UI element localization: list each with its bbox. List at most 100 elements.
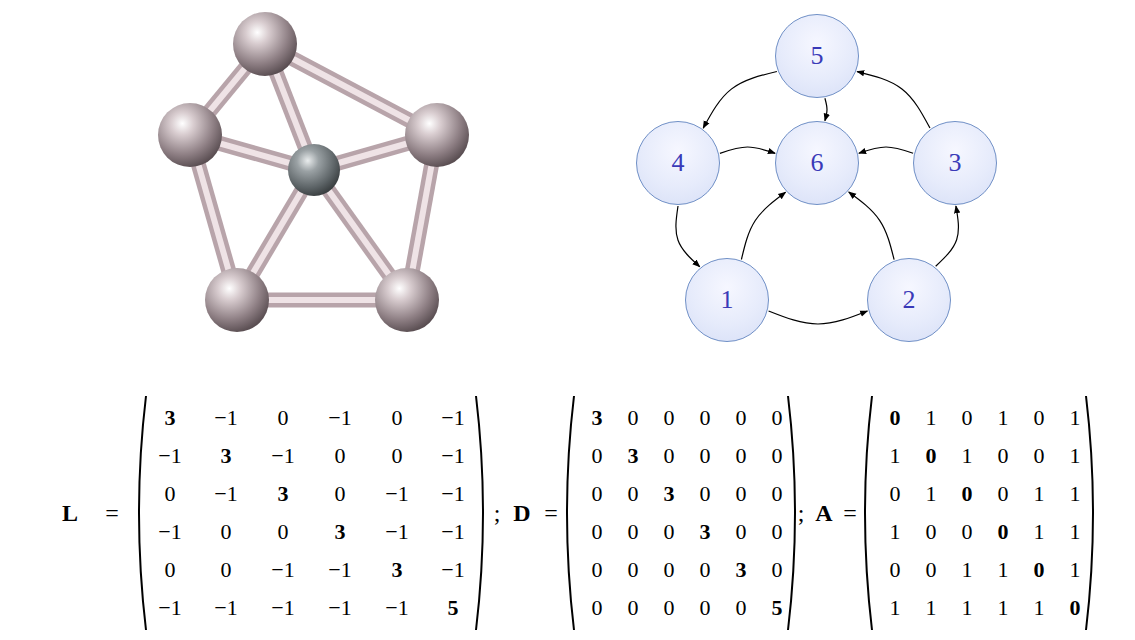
matrix-entry: 3 bbox=[335, 521, 346, 543]
matrix-entry: −1 bbox=[441, 483, 464, 505]
matrix-entry: 0 bbox=[628, 559, 639, 581]
matrix-entry: 0 bbox=[736, 521, 747, 543]
matrix-entry: 1 bbox=[998, 407, 1009, 429]
matrix-entry: 3 bbox=[278, 483, 289, 505]
equals-sign: = bbox=[105, 501, 119, 525]
matrix-entry: 3 bbox=[392, 559, 403, 581]
directed-edge bbox=[741, 192, 785, 259]
matrix-entry: 1 bbox=[926, 407, 937, 429]
matrix-entry: 1 bbox=[962, 559, 973, 581]
directed-edge bbox=[769, 311, 868, 324]
matrix-entry: −1 bbox=[271, 445, 294, 467]
matrix-entry: 0 bbox=[628, 407, 639, 429]
matrix-entry: −1 bbox=[385, 597, 408, 619]
matrix-entry: −1 bbox=[158, 521, 181, 543]
graph-vertex: 3 bbox=[913, 121, 997, 205]
directed-edge bbox=[676, 206, 700, 267]
molecule-atoms bbox=[158, 12, 469, 332]
vertex-number: 3 bbox=[949, 150, 962, 176]
matrix-entry: 0 bbox=[1034, 445, 1045, 467]
vertex-number: 5 bbox=[811, 43, 824, 69]
matrix-entry: 1 bbox=[998, 559, 1009, 581]
matrix-entry: 0 bbox=[998, 483, 1009, 505]
matrix-entry: 0 bbox=[772, 521, 783, 543]
directed-edge bbox=[857, 72, 930, 128]
matrix-entry: 1 bbox=[1070, 483, 1081, 505]
matrix-entry: 5 bbox=[448, 597, 459, 619]
matrix-entry: 0 bbox=[221, 521, 232, 543]
matrix-entry: 0 bbox=[962, 521, 973, 543]
directed-edge bbox=[936, 206, 959, 266]
equals-sign: = bbox=[544, 501, 558, 525]
matrix-entry: 1 bbox=[890, 597, 901, 619]
matrix-entry: 0 bbox=[392, 445, 403, 467]
vertex-number: 2 bbox=[903, 287, 916, 313]
matrix-entry: −1 bbox=[214, 407, 237, 429]
graph-vertex: 5 bbox=[775, 14, 859, 98]
matrix-entry: 0 bbox=[628, 521, 639, 543]
matrix-entry: 0 bbox=[165, 559, 176, 581]
matrix-entry: 0 bbox=[278, 521, 289, 543]
matrix-entry: 0 bbox=[890, 483, 901, 505]
matrix-brackets bbox=[139, 396, 1093, 630]
vertex-number: 4 bbox=[672, 150, 685, 176]
matrix-entry: 1 bbox=[962, 445, 973, 467]
matrix-entry: 0 bbox=[392, 407, 403, 429]
matrix-entry: 1 bbox=[962, 597, 973, 619]
matrix-entry: 0 bbox=[926, 445, 937, 467]
matrix-entry: 0 bbox=[1034, 559, 1045, 581]
matrix-entry: 0 bbox=[962, 407, 973, 429]
matrix-entry: −1 bbox=[441, 559, 464, 581]
matrix-entry: 0 bbox=[700, 559, 711, 581]
matrix-entry: 1 bbox=[1070, 559, 1081, 581]
matrix-entry: −1 bbox=[385, 483, 408, 505]
matrix-symbol: L bbox=[62, 501, 78, 525]
matrix-entry: 0 bbox=[664, 521, 675, 543]
matrix-entry: 3 bbox=[592, 407, 603, 429]
matrix-entry: 1 bbox=[1070, 521, 1081, 543]
matrix-entry: 0 bbox=[736, 597, 747, 619]
matrix-entry: 0 bbox=[628, 597, 639, 619]
matrix-entry: 0 bbox=[890, 559, 901, 581]
graph-vertex: 2 bbox=[867, 258, 951, 342]
matrix-entry: −1 bbox=[328, 559, 351, 581]
matrix-entry: 3 bbox=[221, 445, 232, 467]
directed-edge bbox=[859, 147, 913, 153]
matrix-entry: 0 bbox=[772, 407, 783, 429]
matrix-entry: 3 bbox=[628, 445, 639, 467]
separator: ; bbox=[798, 501, 805, 525]
matrix-entry: 5 bbox=[772, 597, 783, 619]
graph-vertex: 6 bbox=[775, 121, 859, 205]
matrix-entry: −1 bbox=[214, 483, 237, 505]
matrix-entry: 3 bbox=[664, 483, 675, 505]
matrix-entry: 0 bbox=[926, 521, 937, 543]
matrix-entry: 0 bbox=[592, 483, 603, 505]
matrix-entry: −1 bbox=[158, 597, 181, 619]
matrix-entry: 0 bbox=[772, 559, 783, 581]
matrix-entry: 0 bbox=[628, 483, 639, 505]
matrix-entry: 0 bbox=[165, 483, 176, 505]
matrix-entry: 0 bbox=[278, 407, 289, 429]
matrix-entry: 1 bbox=[890, 445, 901, 467]
graph-vertex: 4 bbox=[636, 121, 720, 205]
matrix-entry: 0 bbox=[890, 407, 901, 429]
matrix-entry: 0 bbox=[335, 483, 346, 505]
matrix-entry: −1 bbox=[385, 521, 408, 543]
matrix-entry: −1 bbox=[214, 597, 237, 619]
equals-sign: = bbox=[843, 501, 857, 525]
matrix-entry: 1 bbox=[1070, 407, 1081, 429]
matrix-entry: 0 bbox=[664, 597, 675, 619]
matrix-entry: 0 bbox=[736, 407, 747, 429]
matrix-entry: 1 bbox=[1070, 445, 1081, 467]
separator: ; bbox=[494, 501, 501, 525]
matrix-symbol: A bbox=[815, 501, 832, 525]
matrix-entry: 0 bbox=[592, 445, 603, 467]
matrix-entry: 0 bbox=[998, 445, 1009, 467]
matrix-entry: 0 bbox=[1034, 407, 1045, 429]
matrix-entry: 0 bbox=[772, 483, 783, 505]
matrix-entry: 0 bbox=[700, 597, 711, 619]
matrix-entry: 1 bbox=[890, 521, 901, 543]
matrix-entry: 1 bbox=[926, 597, 937, 619]
